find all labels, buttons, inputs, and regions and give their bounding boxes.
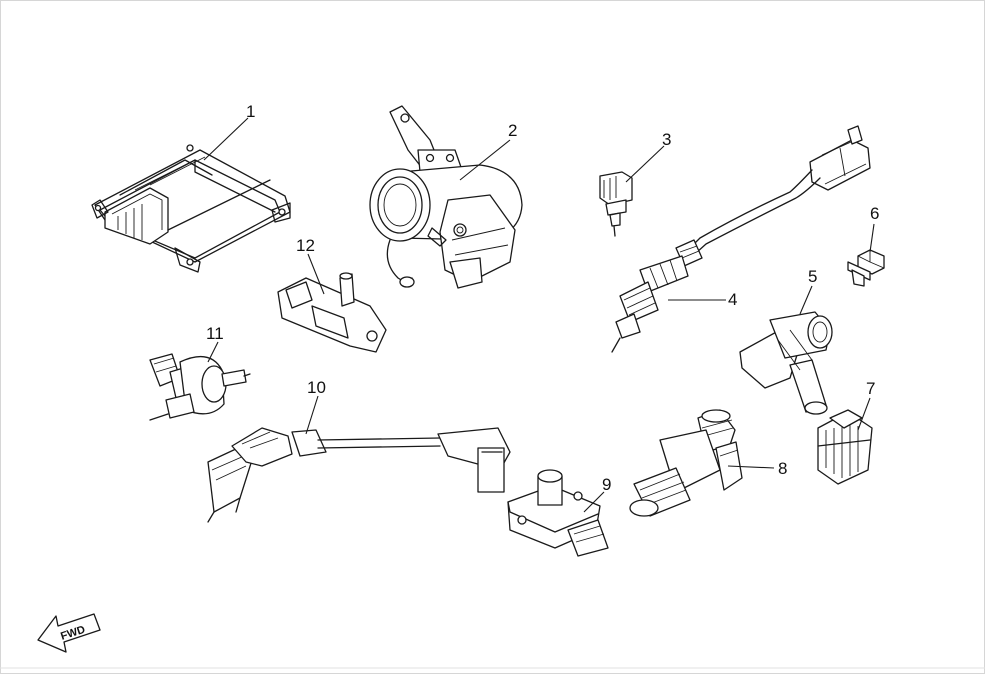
- temperature-sensor-icon: [599, 171, 633, 237]
- callout-8: 8: [778, 459, 787, 478]
- callout-3: 3: [662, 130, 671, 149]
- pressure-sensor-icon: [507, 469, 609, 557]
- callout-labels: 1 2 3 4 5 6 7 8 9 10 11 12: [206, 102, 879, 494]
- connector-icon: [817, 409, 873, 485]
- leader-lines: [203, 117, 875, 513]
- callout-5: 5: [808, 267, 817, 286]
- oxygen-sensor-icon: [611, 125, 871, 353]
- callout-11: 11: [206, 324, 224, 343]
- ecu-module-icon: [91, 144, 291, 273]
- callout-4: 4: [728, 290, 737, 309]
- callout-2: 2: [508, 121, 517, 140]
- callout-1: 1: [246, 102, 255, 121]
- map-sensor-icon: [277, 272, 387, 353]
- callout-10: 10: [307, 378, 326, 397]
- ignition-lead-icon: [207, 427, 511, 523]
- callout-7: 7: [866, 379, 875, 398]
- elbow-fitting-icon: [739, 311, 833, 415]
- callout-6: 6: [870, 204, 879, 223]
- callout-12: 12: [296, 236, 315, 255]
- solenoid-valve-icon: [149, 353, 251, 421]
- fwd-arrow-icon: FWD: [37, 613, 101, 653]
- fuel-injector-icon: [629, 409, 743, 517]
- bolt-icon: [847, 249, 885, 287]
- throttle-body-icon: [369, 105, 523, 289]
- callout-9: 9: [602, 475, 611, 494]
